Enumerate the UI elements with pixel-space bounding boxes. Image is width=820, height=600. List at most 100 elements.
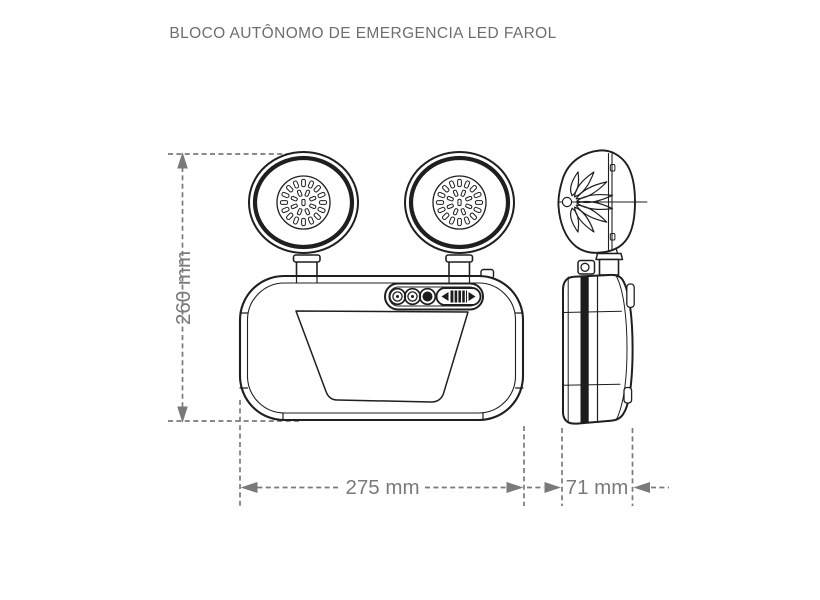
side-body: [562, 273, 635, 425]
front-view: [238, 151, 525, 422]
hub: [561, 196, 573, 208]
led-chip: [457, 178, 462, 188]
led-chip: [452, 208, 459, 216]
led-chip: [457, 217, 462, 227]
led-chip: [463, 216, 471, 225]
led-chip: [279, 200, 289, 205]
led-chip: [292, 216, 300, 225]
control-panel: [384, 282, 484, 311]
dimension-width-label: 275 mm: [345, 476, 419, 499]
led-chip: [318, 200, 328, 205]
dimension-height: 260 mm: [168, 152, 307, 423]
screw: [609, 233, 616, 241]
seam-line: [239, 275, 524, 421]
led-chip: [317, 191, 326, 199]
side-lamp-head: [557, 149, 648, 254]
led-chip: [317, 206, 326, 214]
led-array: [435, 178, 484, 227]
led-chip: [463, 180, 471, 189]
dimension-depth-label: 71 mm: [566, 476, 629, 499]
led-chip: [309, 195, 317, 202]
wall-clip-bottom: [623, 386, 633, 404]
led-chip: [304, 208, 311, 216]
slider-switch: [435, 287, 482, 306]
led-chip: [290, 195, 298, 202]
body-front: [238, 274, 525, 422]
arrow-right-icon: [544, 482, 561, 493]
page-title: BLOCO AUTÔNOMO DE EMERGENCIA LED FAROL: [169, 25, 556, 42]
led-chip: [301, 178, 306, 188]
dimension-width: 275 mm: [239, 400, 525, 506]
arrow-right-icon: [506, 482, 524, 493]
led-chip: [281, 206, 290, 214]
led-chip: [457, 198, 462, 207]
led-chip: [437, 206, 446, 214]
grip-ridges: [453, 289, 466, 304]
led-chip: [281, 191, 290, 199]
led-chip: [285, 184, 294, 193]
led-array: [279, 178, 328, 227]
led-chip: [446, 203, 454, 210]
lamp-head-right: [404, 151, 515, 254]
led-chip: [460, 208, 467, 216]
led-chip: [435, 200, 445, 205]
lamp-head-left: [248, 151, 359, 254]
stalk-collar: [595, 252, 624, 261]
side-view: [557, 149, 648, 425]
led-chip: [446, 195, 454, 202]
test-button: [418, 287, 437, 306]
led-chip: [437, 191, 446, 199]
dimension-depth: 71 mm: [527, 428, 669, 506]
led-chip: [460, 189, 467, 197]
stalk: [598, 258, 620, 276]
body-inner-line: [246, 282, 517, 414]
led-chip: [313, 212, 322, 221]
pivot-screw: [580, 262, 590, 272]
led-chip: [309, 203, 317, 210]
led-chip: [304, 189, 311, 197]
led-chip: [301, 217, 306, 227]
led-chip: [301, 198, 306, 207]
arrow-down-icon: [177, 406, 188, 423]
led-chip: [307, 216, 315, 225]
lamp-stalk-right: [445, 254, 474, 279]
lamp-stalk-left: [292, 254, 321, 279]
lens-rib: [570, 207, 580, 233]
led-chip: [474, 200, 484, 205]
dimension-height-label: 260 mm: [172, 251, 195, 325]
led-chip: [285, 212, 294, 221]
arrow-up-icon: [177, 152, 188, 169]
arrow-left-icon: [240, 482, 258, 493]
led-chip: [441, 212, 450, 221]
led-chip: [469, 212, 478, 221]
led-chip: [452, 189, 459, 197]
led-chip: [296, 189, 303, 197]
led-chip: [473, 191, 482, 199]
led-chip: [290, 203, 298, 210]
wall-clip-top: [626, 283, 635, 309]
arrow-right-icon: [468, 292, 476, 301]
stalk-collar: [445, 254, 474, 263]
arrow-left-icon: [441, 292, 449, 301]
led-chip: [465, 195, 473, 202]
slider-grip: [450, 290, 467, 303]
gasket-band: [580, 277, 589, 423]
led-chip: [296, 208, 303, 216]
led-chip: [448, 180, 456, 189]
led-chip: [313, 184, 322, 193]
stalk-collar: [292, 254, 321, 263]
recessed-panel: [295, 310, 469, 403]
arrow-left-icon: [633, 482, 650, 493]
led-chip: [473, 206, 482, 214]
screw: [609, 164, 616, 172]
led-chip: [469, 184, 478, 193]
back-curve: [616, 276, 628, 420]
led-chip: [465, 203, 473, 210]
led-chip: [448, 216, 456, 225]
dimension-annotations: 260 mm 275 mm 71 mm: [168, 152, 669, 506]
led-chip: [292, 180, 300, 189]
led-chip: [441, 184, 450, 193]
led-chip: [307, 180, 315, 189]
